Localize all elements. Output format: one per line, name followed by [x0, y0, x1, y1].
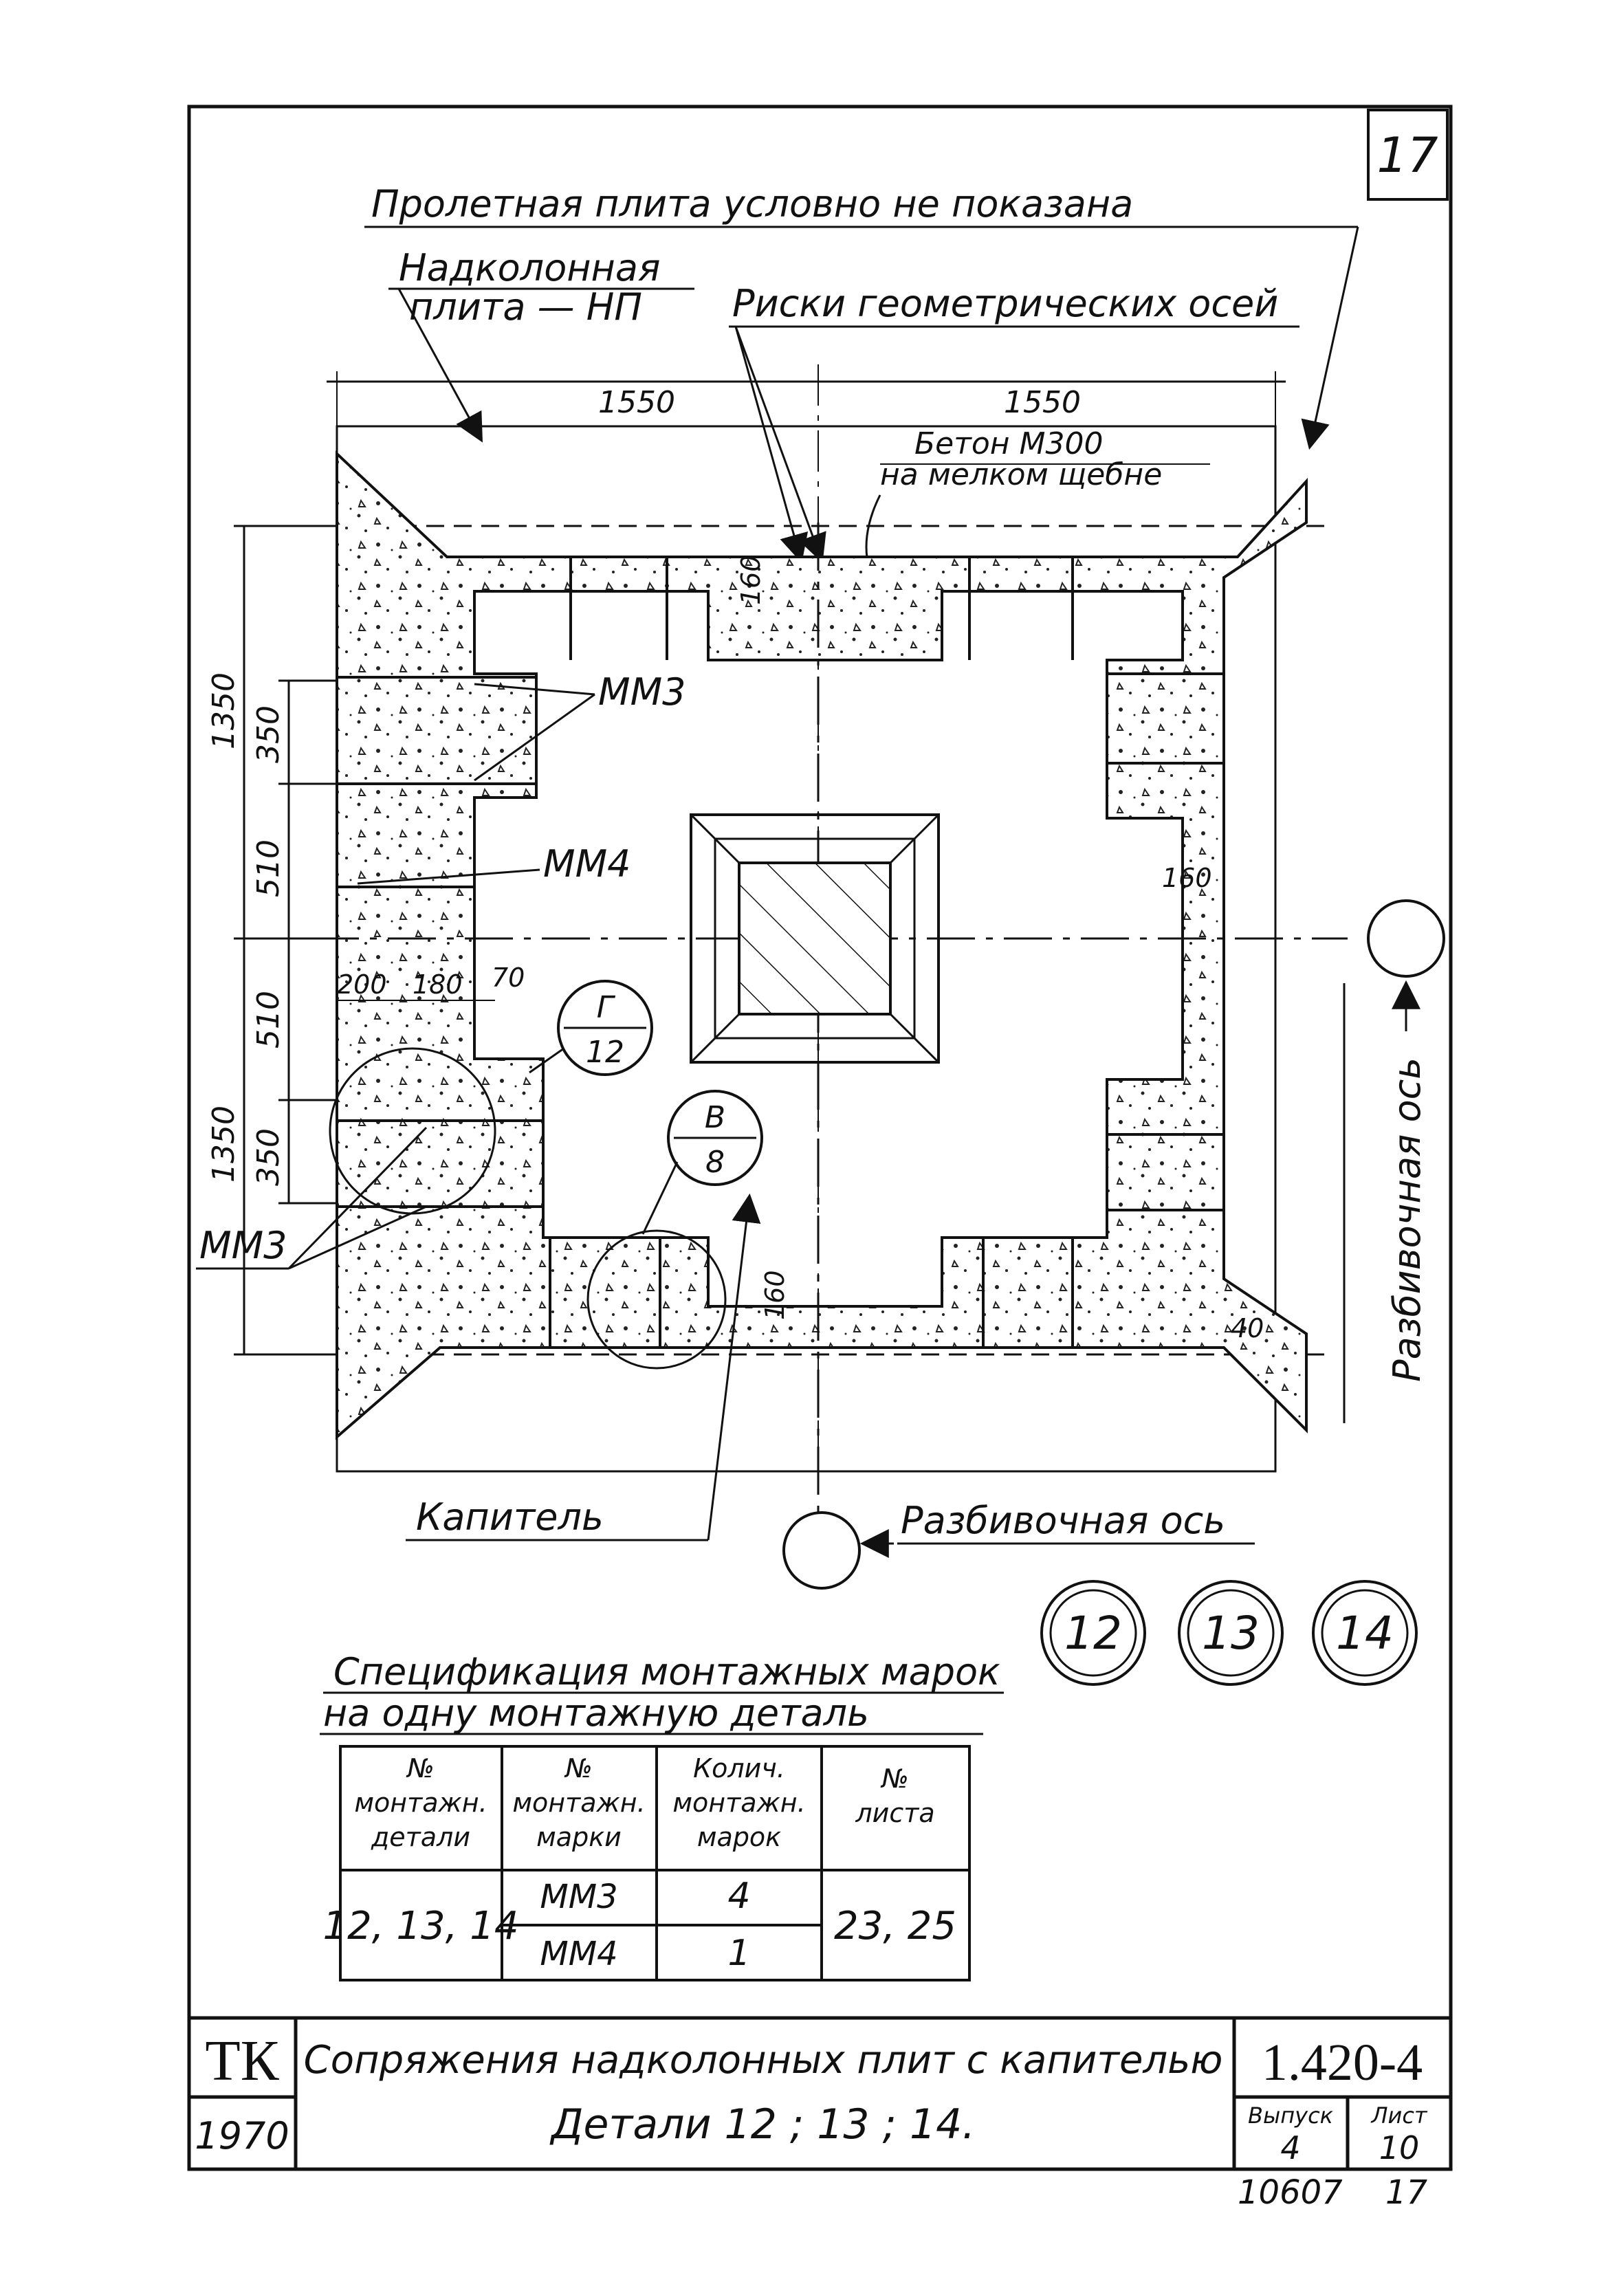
mark-mm4: ММ4 — [543, 842, 631, 886]
dim-left-510-top: 510 — [251, 839, 286, 897]
callout-v-sheet: 8 — [705, 1145, 725, 1180]
spec-header-sheet-1: № — [880, 1764, 909, 1794]
spec-sheets: 23, 25 — [834, 1904, 956, 1948]
detail-circle-13-text: 13 — [1202, 1607, 1260, 1660]
dim-180: 180 — [413, 969, 463, 1000]
callout-v-leader — [641, 1161, 679, 1235]
capital-label: Капитель — [416, 1495, 604, 1539]
sheet-frame — [187, 105, 1453, 2171]
dim-160-top: 160 — [736, 555, 766, 605]
title-series: 1.420-4 — [1262, 2034, 1423, 2091]
spec-header-qty-2: монтажн. — [672, 1788, 805, 1818]
mark-mm3-top-leader-1 — [474, 683, 595, 696]
spec-header-mark-1: № — [564, 1753, 593, 1783]
capital-inner-contour — [473, 590, 1184, 1308]
detail-area-g — [329, 1047, 496, 1215]
column-section — [738, 861, 892, 1015]
mark-mm4-leader — [357, 868, 540, 885]
footer-page: 17 — [1385, 2173, 1428, 2212]
column-inner — [714, 837, 916, 1040]
sheet-number-box — [1367, 109, 1449, 201]
dim-left-350-bottom: 350 — [251, 1128, 286, 1186]
column-slab-label-2: плита — НП — [409, 285, 642, 329]
layout-axis-bottom-label: Разбивочная ось — [901, 1499, 1225, 1542]
spec-header-qty-3: марок — [697, 1822, 781, 1852]
callout-g-letter: Г — [597, 990, 616, 1025]
left-dim-ticks — [234, 525, 337, 1356]
axis-marker-right — [1367, 899, 1445, 978]
axis-marks-leader-2 — [734, 326, 826, 563]
column-slab-leader — [397, 288, 483, 443]
mark-mm3-top-leader-2 — [474, 693, 595, 782]
sheet-number: 17 — [1376, 127, 1438, 184]
spec-row-1-qty: 4 — [727, 1876, 750, 1917]
mark-mm3-bottom-leader-2 — [288, 1205, 427, 1270]
detail-circle-12-text: 12 — [1064, 1607, 1122, 1660]
detail-circle-13: 13 — [1178, 1580, 1284, 1686]
dim-left-1350-top: 1350 — [206, 672, 241, 749]
callout-g-sheet: 12 — [586, 1035, 624, 1070]
column-chamfer-4 — [889, 1013, 940, 1064]
title-sheet-label: Лист — [1370, 2102, 1427, 2129]
title-block-grid — [189, 2016, 1451, 2169]
dim-left-1350-bottom: 1350 — [206, 1106, 241, 1183]
column-chamfer-2 — [889, 813, 940, 864]
dim-200: 200 — [337, 969, 387, 1000]
title-org: ТК — [205, 2029, 279, 2093]
title-issue-value: 4 — [1280, 2129, 1300, 2166]
span-slab-note: Пролетная плита условно не показана — [371, 182, 1133, 226]
spec-header-mark-3: марки — [536, 1822, 622, 1852]
callout-v-letter: В — [705, 1100, 725, 1135]
detail-circle-14-text: 14 — [1336, 1607, 1394, 1660]
dim-40: 40 — [1231, 1313, 1264, 1343]
spec-row-1-mark: ММ3 — [540, 1878, 617, 1916]
dim-left-510-bottom: 510 — [251, 991, 286, 1048]
spec-header-qty-1: Колич. — [693, 1753, 785, 1783]
spec-header-detail-1: № — [406, 1753, 435, 1783]
mark-mm3-bottom: ММ3 — [199, 1224, 287, 1267]
span-slab-note-arrow — [1301, 226, 1359, 450]
spec-header-detail-3: детали — [371, 1822, 470, 1852]
layout-axis-right-label: Разбивочная ось — [1385, 1057, 1429, 1382]
spec-title-1: Спецификация монтажных марок — [333, 1650, 1000, 1693]
dim-70: 70 — [492, 963, 525, 993]
spec-title-2: на одну монтажную деталь — [323, 1691, 869, 1735]
detail-circle-14: 14 — [1312, 1580, 1418, 1686]
title-year: 1970 — [195, 2114, 289, 2157]
spec-table-grid — [339, 1745, 971, 1981]
spec-header-detail-2: монтажн. — [354, 1788, 487, 1818]
mark-mm3-bottom-leader-1 — [287, 1126, 428, 1270]
title-line-1: Сопряжения надколонных плит с капителью — [304, 2038, 1223, 2083]
title-sheet-value: 10 — [1379, 2129, 1420, 2166]
mark-mm3-top: ММ3 — [598, 670, 686, 714]
dim-top-right: 1550 — [1004, 385, 1081, 420]
title-issue-label: Выпуск — [1248, 2102, 1334, 2129]
dim-top-left: 1550 — [598, 385, 675, 420]
spec-header-sheet-2: листа — [855, 1798, 934, 1828]
column-chamfer-3 — [690, 1013, 740, 1064]
column-chamfer-1 — [690, 813, 740, 864]
callout-g-leader — [529, 1047, 564, 1074]
spec-detail-numbers: 12, 13, 14 — [323, 1904, 519, 1948]
axis-marker-bottom — [782, 1511, 861, 1590]
column-outer — [690, 813, 940, 1064]
concrete-label-2: на мелком щебне — [880, 457, 1162, 492]
spec-row-2-qty: 1 — [727, 1933, 750, 1974]
dim-160-bottom: 160 — [760, 1270, 790, 1320]
capital-leader — [707, 1193, 761, 1541]
spec-row-2-mark: ММ4 — [540, 1935, 617, 1973]
footer-inventory: 10607 — [1238, 2173, 1343, 2212]
axis-marks-leader-1 — [734, 326, 809, 564]
axis-marks-label: Риски геометрических осей — [732, 282, 1278, 325]
detail-area-v — [586, 1229, 727, 1370]
spec-header-mark-2: монтажн. — [512, 1788, 645, 1818]
dim-160-right: 160 — [1162, 863, 1212, 893]
column-slab-label: Надколонная — [399, 246, 660, 289]
rebar-lines — [337, 557, 1224, 1348]
dim-left-350-top: 350 — [251, 705, 286, 763]
concrete-label: Бетон М300 — [914, 426, 1104, 461]
detail-circle-12: 12 — [1040, 1580, 1146, 1686]
title-line-2: Детали 12 ; 13 ; 14. — [549, 2100, 976, 2149]
